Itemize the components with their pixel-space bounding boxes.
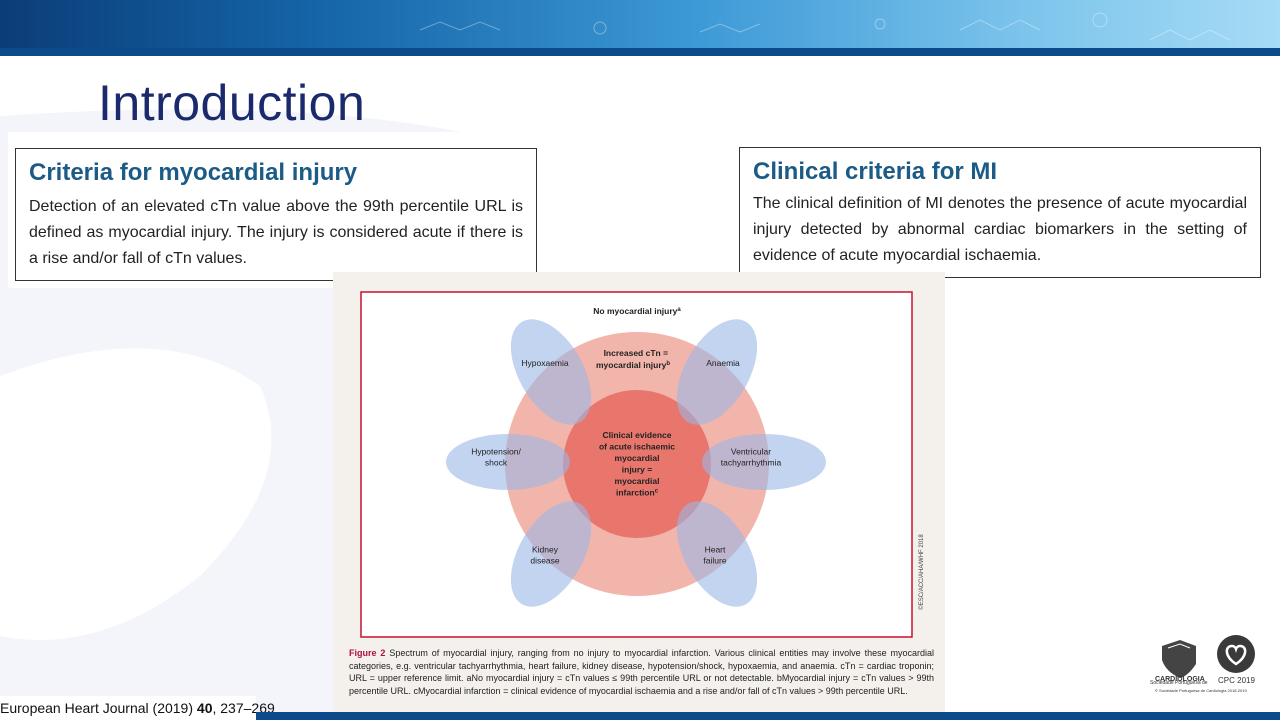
figure-caption-text: Spectrum of myocardial injury, ranging f… (349, 648, 935, 696)
petal-ventricular (702, 434, 826, 490)
criteria-injury-heading: Criteria for myocardial injury (29, 159, 358, 186)
figure-caption-label: Figure 2 (349, 648, 386, 658)
petal-group (446, 319, 826, 607)
copyright-label: ©ESC/ACC/AHA/WHF 2018 (918, 534, 925, 610)
slide-title: Introduction (98, 75, 366, 131)
header-banner (0, 0, 1280, 56)
logos-footer-note: © Sociedade Portuguesa de Cardiologia 20… (1155, 688, 1247, 693)
cpc-logo (1217, 635, 1255, 673)
spc-logo-line2: CARDIOLOGIA (1155, 676, 1205, 683)
center-label-line: myocardial (615, 476, 660, 486)
petal-hypotension (446, 434, 570, 490)
petal-label-hypoxaemia: Hypoxaemia (521, 358, 569, 368)
source-volume: 40 (196, 700, 213, 716)
center-label-line: infarction (616, 488, 655, 498)
spc-logo-line1: Sociedade Portuguesa de (1150, 680, 1208, 686)
footer-strip (256, 712, 1280, 720)
criteria-mi-text: The clinical definition of MI denotes th… (753, 195, 1247, 264)
petal-label-hypotension: Hypotension/shock (471, 447, 521, 468)
petal-heart-failure (676, 501, 758, 607)
petal-anaemia (676, 319, 758, 425)
petal-label-anaemia: Anaemia (706, 358, 740, 368)
myocardial-injury-label: Increased cTn = myocardial injuryb (596, 348, 670, 370)
criteria-mi-heading: Clinical criteria for MI (753, 158, 998, 185)
myocardial-infarction-circle (563, 390, 711, 538)
center-label-line: Clinical evidence (603, 430, 672, 440)
criteria-injury-text: Detection of an elevated cTn value above… (29, 198, 523, 267)
source-citation: European Heart Journal (2019) 40, 237–26… (0, 696, 275, 720)
petal-kidney (510, 501, 592, 607)
cpc-logo-label: CPC 2019 (1218, 676, 1255, 685)
criteria-injury-box: Criteria for myocardial injury Detection… (15, 148, 537, 281)
source-journal: European Heart Journal (2019) (0, 700, 197, 716)
molecule-pattern-decoration (419, 12, 1231, 41)
no-injury-label: No myocardial injurya (593, 306, 681, 316)
center-label-line: injury = (622, 465, 653, 475)
myocardial-injury-diagram: No myocardial injurya Increased cTn = my… (360, 291, 925, 638)
figure-panel: No myocardial injurya Increased cTn = my… (333, 272, 945, 712)
header-strip (0, 48, 1280, 56)
spc-logo (1162, 640, 1196, 678)
petal-hypoxaemia (510, 319, 592, 425)
center-label-line: of acute ischaemic (599, 442, 675, 452)
figure-caption: Figure 2 Spectrum of myocardial injury, … (349, 647, 934, 697)
center-label-line: myocardial (615, 453, 660, 463)
center-label-sup: c (655, 489, 659, 495)
criteria-mi-box: Clinical criteria for MI The clinical de… (739, 147, 1261, 278)
